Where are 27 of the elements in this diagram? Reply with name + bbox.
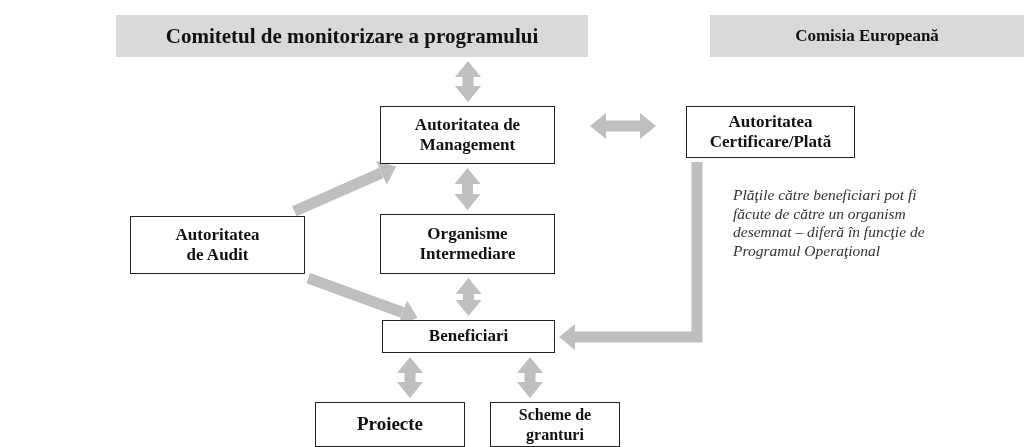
node-label: Autoritatea de Audit	[174, 224, 261, 266]
header-band	[116, 15, 588, 57]
node-label: Scheme de granturi	[517, 405, 593, 444]
process-box	[380, 214, 555, 274]
block-arrow	[559, 162, 703, 350]
node-label: Proiecte	[356, 413, 424, 436]
node-label: Autoritatea de Management	[413, 114, 522, 156]
node-label: Organisme Intermediare	[418, 223, 517, 265]
process-box	[315, 402, 465, 447]
node-label: Beneficiari	[428, 326, 509, 347]
block-arrow	[454, 168, 481, 210]
process-box	[686, 106, 855, 158]
node-label: Comitetul de monitorizare a programului	[165, 23, 539, 49]
process-box	[130, 216, 305, 274]
note-text: Plăţile către beneficiari pot fi făcute de către un organism desemnat – diferă în funcţie de Programul Operaţional	[733, 186, 926, 261]
node-label: Comisia Europeană	[795, 26, 939, 46]
process-box	[490, 402, 620, 447]
header-band	[710, 15, 1024, 57]
block-arrow	[517, 357, 543, 398]
block-arrow	[397, 357, 423, 398]
block-arrow	[455, 61, 481, 102]
process-box	[380, 106, 555, 164]
block-arrow	[292, 161, 397, 217]
block-arrow	[455, 278, 482, 316]
process-box	[382, 320, 555, 353]
node-label: Autoritatea Certificare/Plată	[708, 111, 833, 153]
block-arrow	[590, 113, 656, 139]
